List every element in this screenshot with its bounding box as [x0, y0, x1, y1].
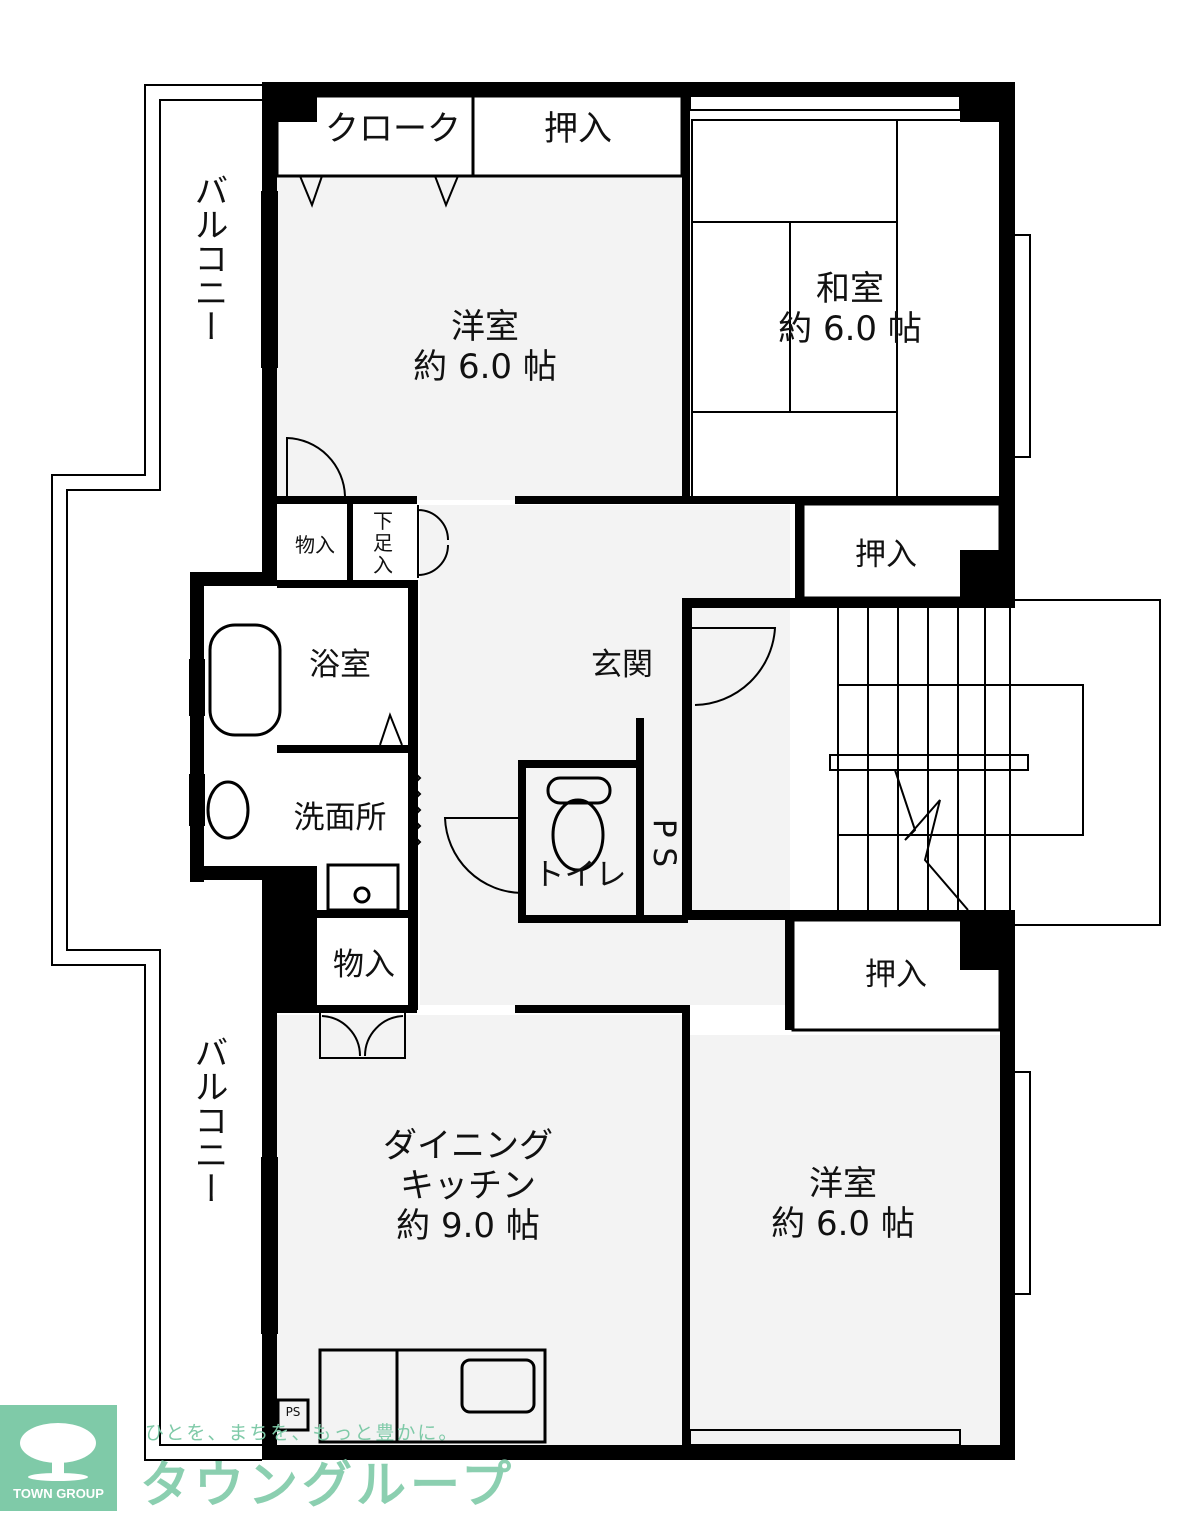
label-japanese-size: 約 6.0 帖 — [778, 309, 922, 349]
western-room-1-floor — [277, 175, 682, 500]
label-storage-1: 物入 — [295, 533, 335, 557]
label-balcony-bottom: バルコニー — [188, 1035, 228, 1205]
ps-box — [276, 1398, 310, 1432]
western-room-2-floor — [690, 1035, 1000, 1445]
label-dk-2: キッチン — [400, 1166, 536, 1206]
label-closet-top: 押入 — [544, 109, 612, 149]
bathtub — [208, 623, 282, 737]
toilet-tank — [546, 776, 612, 805]
label-closet-low: 押入 — [865, 957, 927, 993]
label-cloak: クローク — [325, 109, 461, 149]
balcony-outline — [51, 84, 262, 1461]
tree-icon — [20, 1423, 96, 1481]
toilet-bowl — [551, 798, 605, 872]
label-entrance: 玄関 — [591, 647, 653, 683]
windows — [189, 95, 1031, 1446]
label-western-2-size: 約 6.0 帖 — [771, 1204, 915, 1244]
corridor-floor — [420, 505, 790, 1005]
label-dk-1: ダイニング — [383, 1126, 553, 1166]
washer-pan — [326, 863, 400, 912]
brand-name: タウングループ — [140, 1456, 515, 1514]
kitchen-sink — [460, 1358, 536, 1414]
label-japanese: 和室 — [816, 269, 884, 309]
balcony-inner — [66, 99, 262, 1446]
label-shoe-2: 足 — [373, 531, 393, 555]
label-shoe-3: 入 — [373, 553, 393, 577]
logo-name: TOWN GROUP — [13, 1486, 104, 1501]
label-western-1-size: 約 6.0 帖 — [413, 347, 557, 387]
label-dk-size: 約 9.0 帖 — [396, 1206, 540, 1246]
label-western-1: 洋室 — [451, 307, 519, 347]
label-shoe-1: 下 — [373, 509, 393, 533]
label-ps: P S — [646, 819, 682, 867]
label-balcony-top: バルコニー — [188, 173, 228, 343]
label-ps-small: PS — [286, 1405, 301, 1419]
doors — [286, 436, 777, 1059]
label-toilet: トイレ — [534, 857, 627, 893]
slogan: ひとを、まちを、もっと豊かに。 — [145, 1422, 460, 1444]
washbasin — [206, 780, 250, 840]
town-group-logo: TOWN GROUP — [0, 1405, 117, 1511]
label-bath: 浴室 — [309, 647, 371, 683]
staircase — [829, 599, 1161, 926]
dk-floor — [277, 1015, 682, 1445]
label-closet-mid: 押入 — [855, 537, 917, 573]
tatami-lines — [691, 119, 1001, 499]
label-washroom: 洗面所 — [294, 800, 387, 836]
label-western-2: 洋室 — [809, 1164, 877, 1204]
label-storage-2: 物入 — [333, 947, 395, 983]
kitchen-counter — [318, 1348, 547, 1444]
